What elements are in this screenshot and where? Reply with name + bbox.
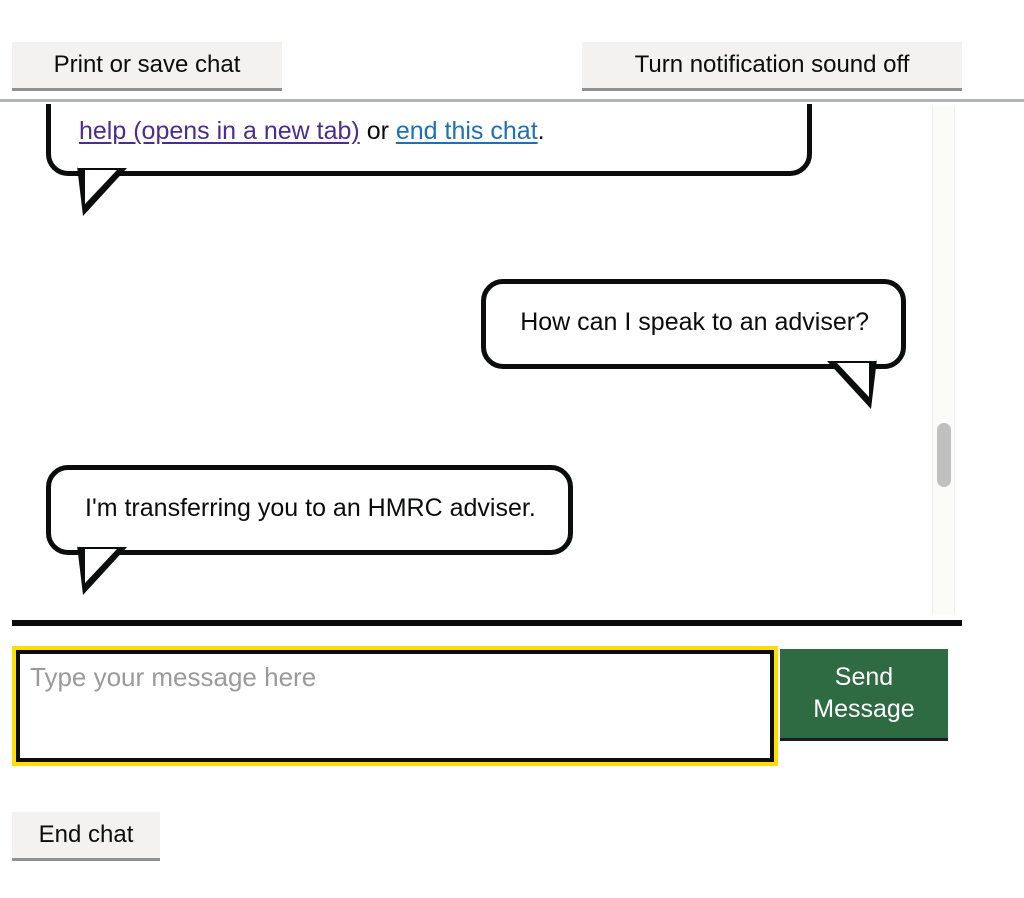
- chat-bubble-agent: help (opens in a new tab) or end this ch…: [46, 104, 812, 216]
- toolbar-divider: [0, 99, 1024, 102]
- chat-message-text: I'm transferring you to an HMRC adviser.: [85, 494, 536, 522]
- end-chat-button[interactable]: End chat: [12, 812, 160, 861]
- send-message-label-line1: Send: [834, 663, 894, 692]
- message-input-focus-ring: [12, 646, 778, 766]
- composer-divider: [12, 620, 962, 626]
- print-or-save-chat-button[interactable]: Print or save chat: [12, 42, 282, 91]
- bubble-tail-right-icon: [827, 358, 877, 409]
- message-suffix: .: [537, 117, 545, 145]
- chat-message-agent: help (opens in a new tab) or end this ch…: [46, 104, 812, 216]
- chat-bubble-agent: I'm transferring you to an HMRC adviser.: [46, 465, 573, 595]
- bubble-tail-left-icon: [77, 166, 127, 216]
- chat-bubble-user: How can I speak to an adviser?: [481, 279, 906, 409]
- chat-message-text: How can I speak to an adviser?: [520, 308, 869, 336]
- help-link[interactable]: help (opens in a new tab): [79, 117, 360, 145]
- transcript-scrollbar[interactable]: [932, 106, 955, 614]
- send-message-button[interactable]: Send Message: [780, 649, 948, 741]
- message-conjunction: or: [359, 117, 396, 145]
- turn-notification-sound-off-button[interactable]: Turn notification sound off: [582, 42, 962, 91]
- end-this-chat-link[interactable]: end this chat: [395, 117, 538, 145]
- message-input[interactable]: [16, 650, 774, 762]
- bubble-tail-left-icon: [77, 544, 127, 595]
- chat-message-user: How can I speak to an adviser?: [481, 279, 906, 409]
- scrollbar-thumb[interactable]: [937, 423, 951, 487]
- chat-message-text: help (opens in a new tab) or end this ch…: [79, 117, 545, 145]
- chat-transcript: help (opens in a new tab) or end this ch…: [0, 104, 1024, 616]
- chat-toolbar: Print or save chat Turn notification sou…: [0, 0, 1024, 104]
- chat-composer: Send Message: [0, 640, 1024, 770]
- send-message-label-line2: Message: [813, 694, 915, 723]
- chat-message-agent: I'm transferring you to an HMRC adviser.: [46, 465, 573, 595]
